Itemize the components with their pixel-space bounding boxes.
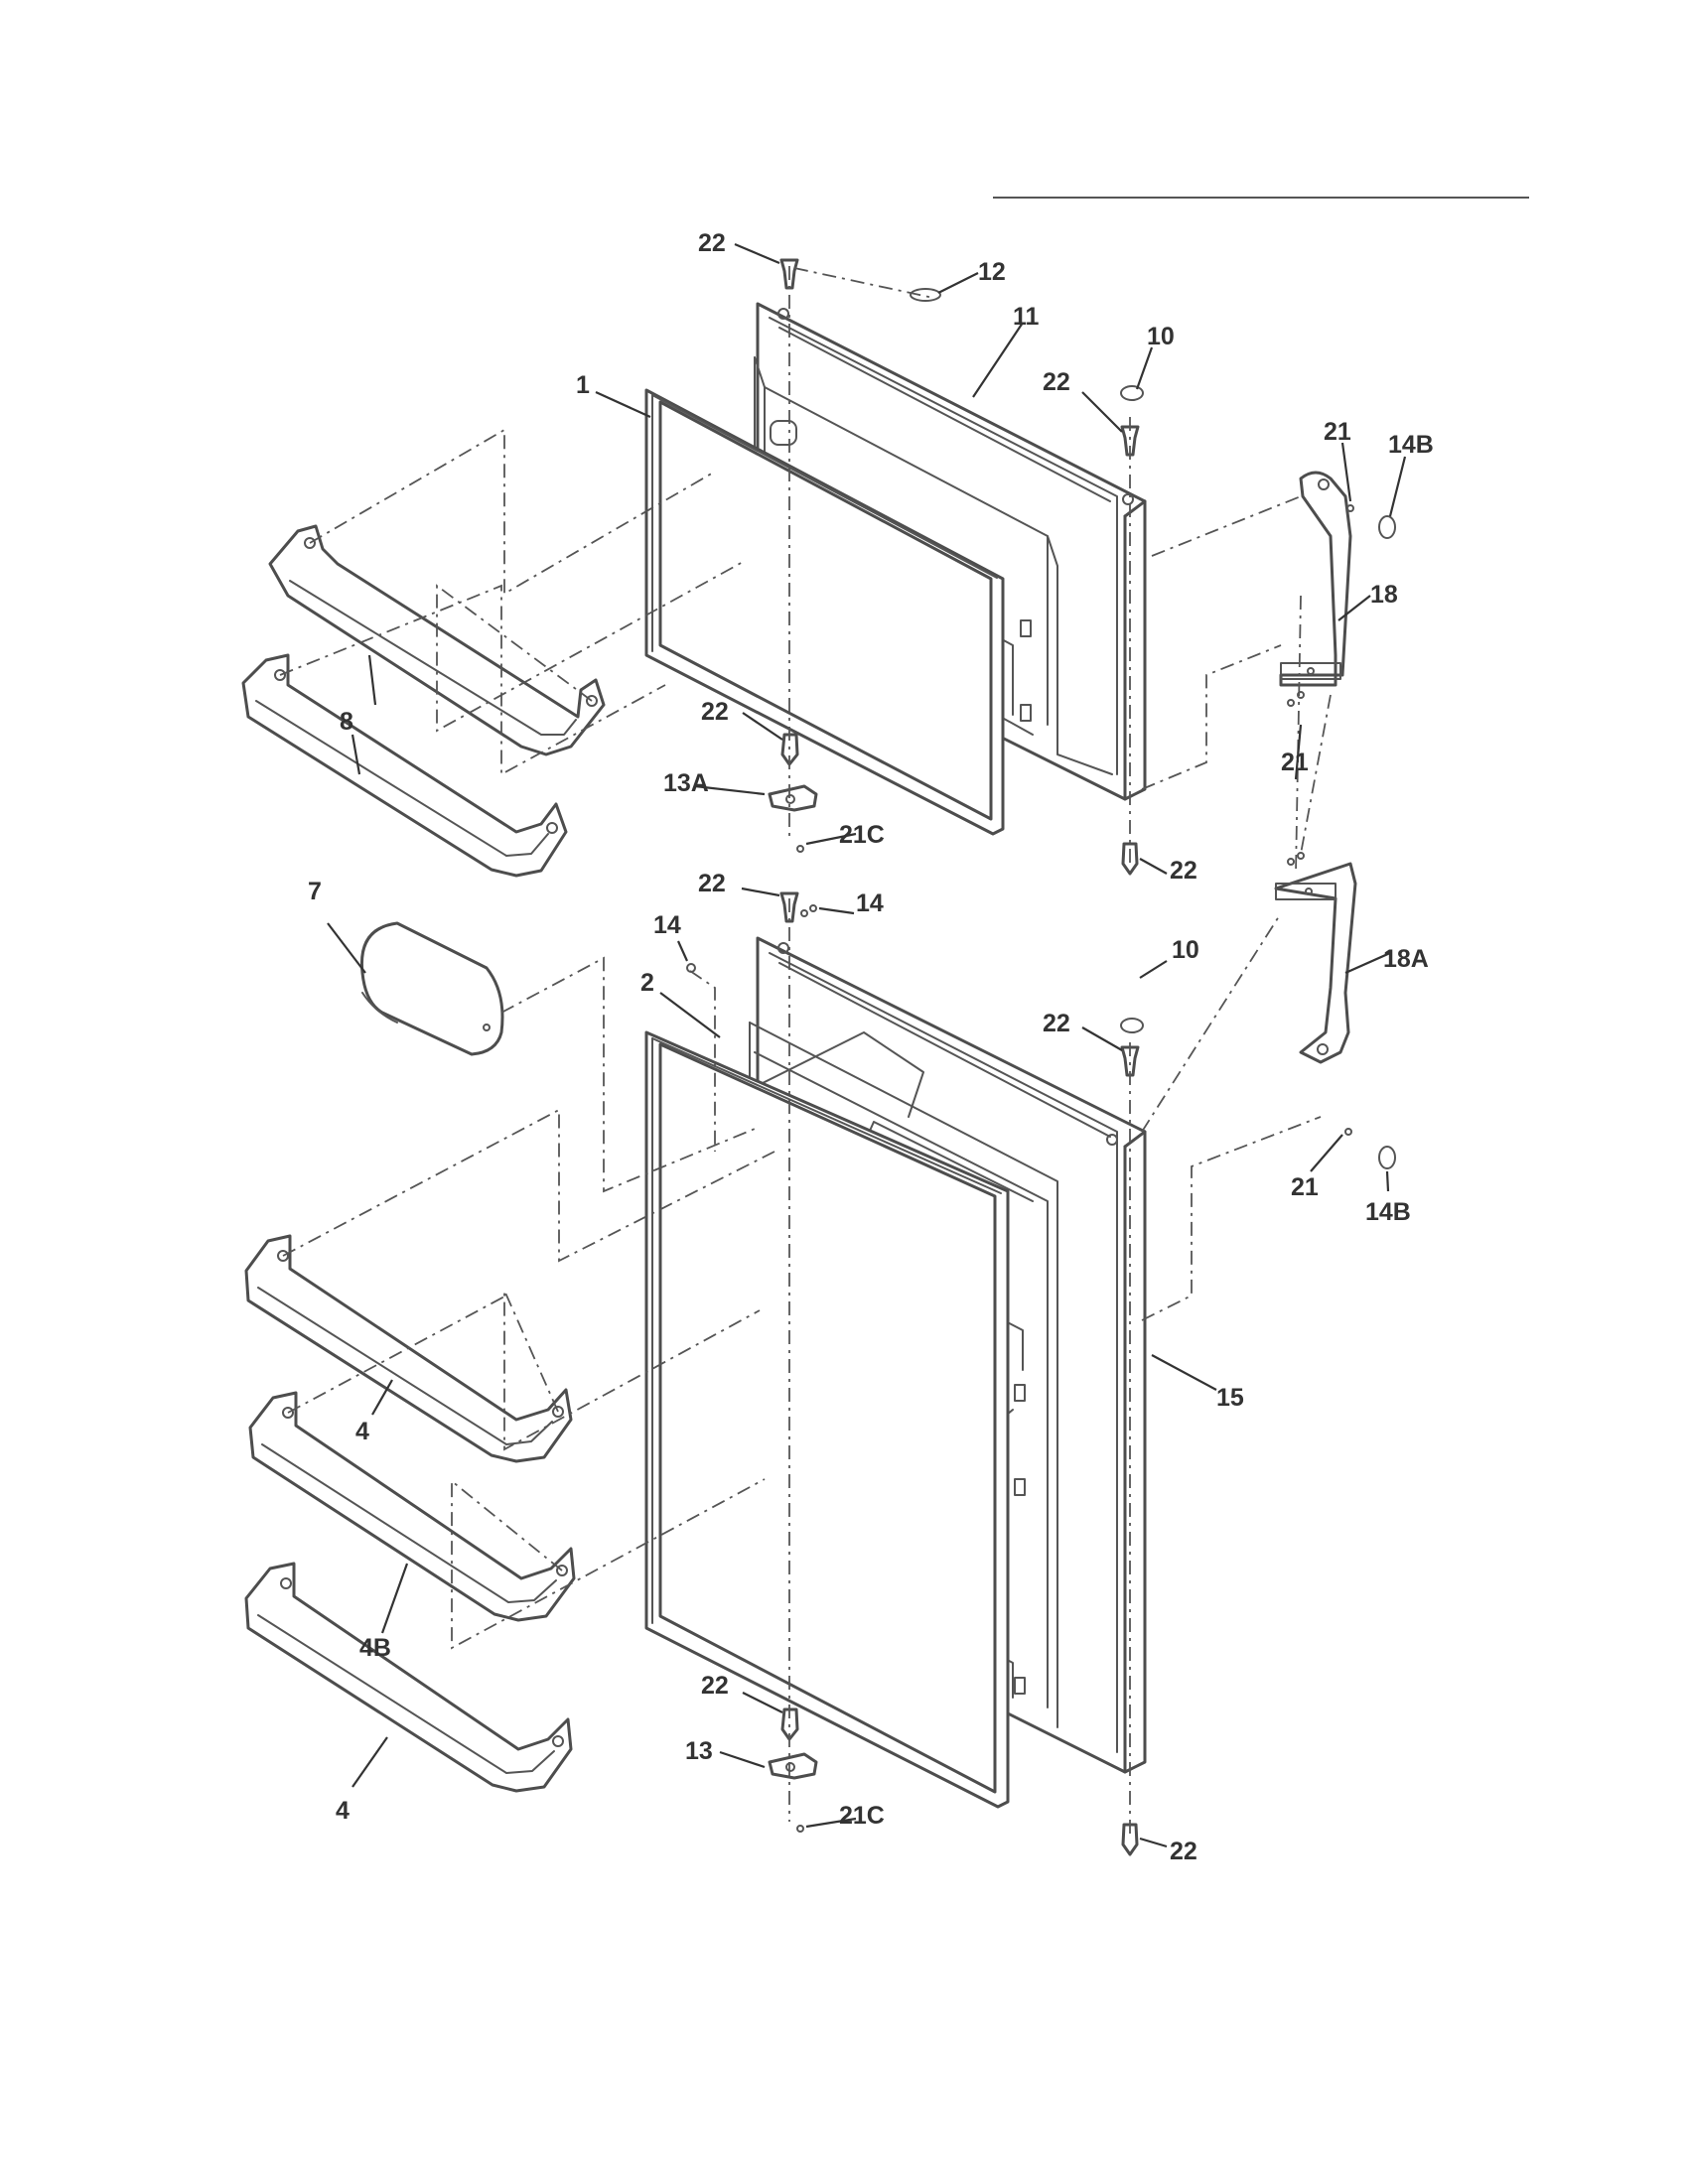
callout-14B: 14B xyxy=(1388,431,1434,459)
fresh-food-door-gasket xyxy=(644,1030,1010,1809)
callout-18: 18 xyxy=(1370,581,1398,609)
callout-14: 14 xyxy=(856,889,884,917)
callout-22: 22 xyxy=(701,1672,729,1700)
callout-22: 22 xyxy=(1043,368,1070,396)
callout-10: 10 xyxy=(1172,936,1199,964)
callout-22: 22 xyxy=(701,698,729,726)
door-stop xyxy=(768,784,818,1780)
hole-plug xyxy=(910,288,1396,1169)
callout-21C: 21C xyxy=(839,1802,885,1830)
shelf-bar-8-lower xyxy=(241,653,568,878)
callout-4: 4 xyxy=(336,1797,350,1825)
callout-22: 22 xyxy=(1170,857,1197,885)
callout-14B: 14B xyxy=(1365,1198,1411,1226)
center-hinge-18A xyxy=(1274,862,1357,1064)
alignment-lines xyxy=(279,266,1332,1837)
top-hinge-18 xyxy=(1279,471,1352,687)
callout-22: 22 xyxy=(1043,1010,1070,1037)
callout-15: 15 xyxy=(1216,1384,1244,1412)
callout-22: 22 xyxy=(698,870,726,897)
callout-11: 11 xyxy=(1013,303,1040,331)
leader-lines xyxy=(327,242,1407,1848)
callout-18A: 18A xyxy=(1383,945,1429,973)
callout-4: 4 xyxy=(355,1418,369,1445)
dairy-bin xyxy=(359,921,504,1056)
callout-14: 14 xyxy=(653,911,681,939)
callout-22: 22 xyxy=(698,229,726,257)
callout-21C: 21C xyxy=(839,821,885,849)
callout-13A: 13A xyxy=(663,769,709,797)
callout-21: 21 xyxy=(1291,1173,1319,1201)
callout-21: 21 xyxy=(1281,749,1309,776)
shelf-bar-4-lower xyxy=(244,1562,573,1793)
callout-12: 12 xyxy=(978,258,1006,286)
callout-22: 22 xyxy=(1170,1838,1197,1865)
callout-1: 1 xyxy=(576,371,590,399)
shelf-bar-8-upper xyxy=(268,524,606,756)
callout-8: 8 xyxy=(340,708,353,736)
callout-10: 10 xyxy=(1147,323,1175,350)
callouts: 22 12 11 10 22 1 21 14B 18 8 22 21 13A 2… xyxy=(308,229,1434,1865)
callout-4B: 4B xyxy=(359,1634,391,1662)
callout-7: 7 xyxy=(308,878,322,905)
callout-21: 21 xyxy=(1324,418,1351,446)
freezer-door-gasket xyxy=(644,388,1005,836)
screw xyxy=(686,504,1354,1833)
callout-2: 2 xyxy=(640,969,654,997)
callout-13: 13 xyxy=(685,1737,713,1765)
shelf-bar-4B xyxy=(248,1391,576,1622)
